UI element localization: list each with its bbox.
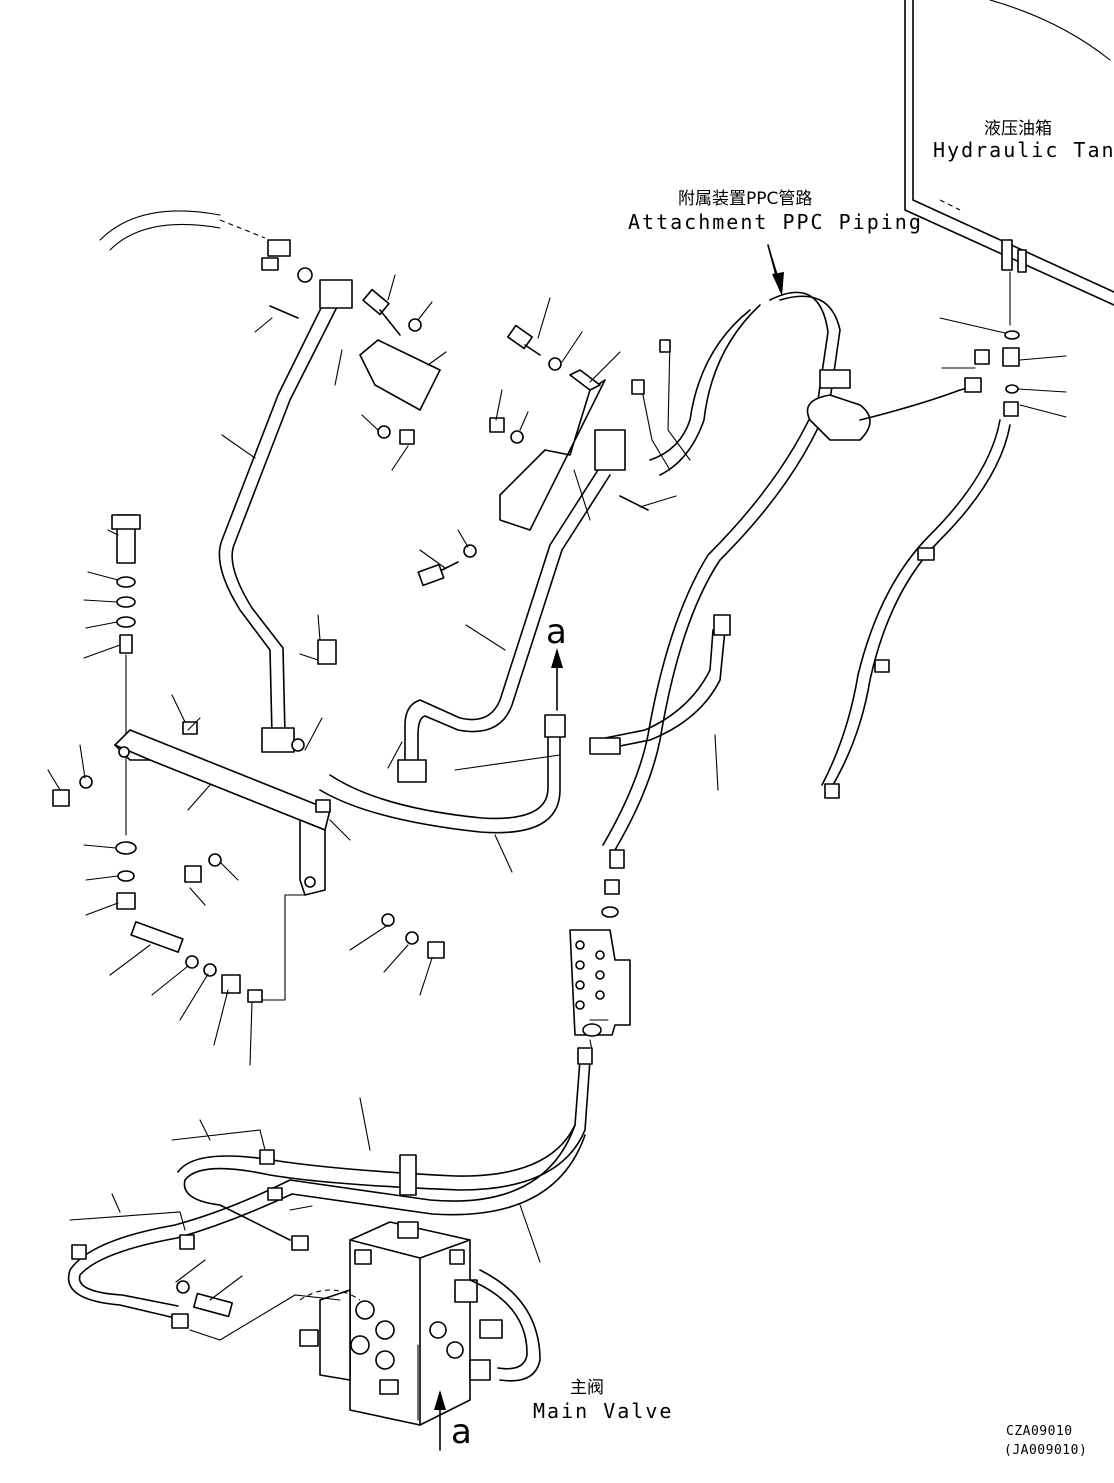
lower-fasteners	[130, 853, 445, 1003]
tank-label-en: Hydraulic Tank	[933, 138, 1114, 162]
lower-hose-bundle	[67, 1047, 593, 1329]
top-left-hose-end	[99, 210, 313, 283]
upper-brackets	[359, 339, 606, 531]
leader-lines	[47, 244, 1067, 1421]
upper-fasteners	[269, 288, 649, 665]
left-fastener-stack	[52, 514, 141, 910]
right-pipe	[397, 429, 626, 783]
ppc-label-en: Attachment PPC Piping	[628, 210, 923, 234]
left-pipe	[218, 279, 353, 753]
view-arrows	[434, 244, 784, 1451]
valve-label-en: Main Valve	[533, 1399, 674, 1423]
hydraulic-tank	[904, 0, 1114, 306]
ppc-hose-bundle	[601, 291, 1020, 918]
valve-label-cn: 主阀	[570, 1378, 604, 1398]
drawing-code-ref: (JA009010)	[1004, 1443, 1088, 1458]
center-plate	[569, 929, 631, 1037]
view-marker-a-bottom: a	[451, 1412, 472, 1452]
hose-center	[319, 614, 731, 834]
ppc-label-cn: 附属装置PPC管路	[678, 189, 813, 209]
drawing-code: CZA09010	[1006, 1424, 1073, 1439]
main-bracket	[114, 721, 331, 896]
tank-label-cn: 液压油箱	[984, 119, 1052, 139]
view-marker-a-top: a	[546, 612, 567, 652]
main-valve	[189, 1221, 541, 1426]
